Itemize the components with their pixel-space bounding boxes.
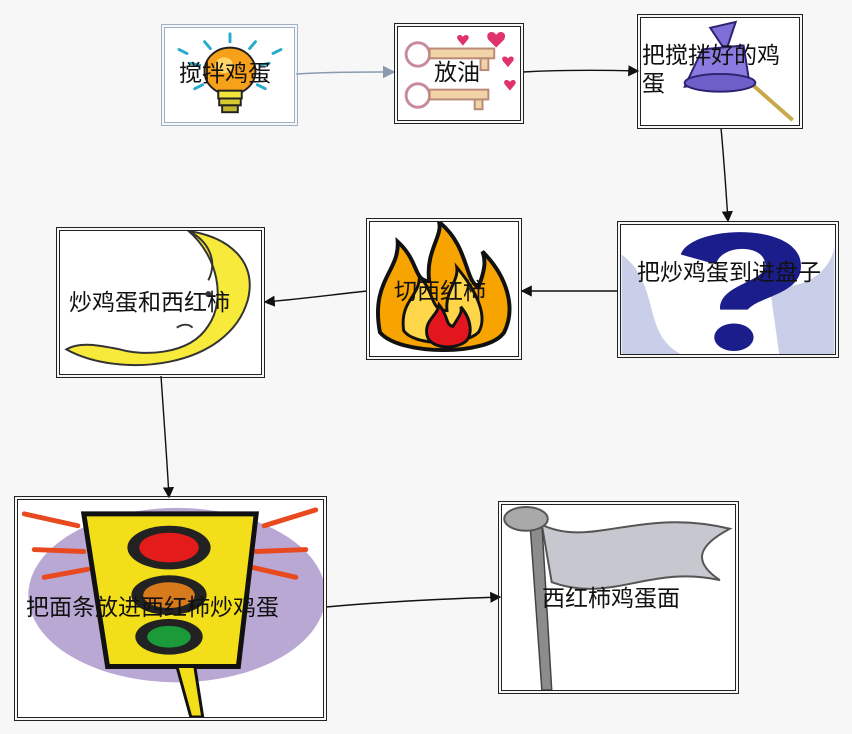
arrow-n5-n6 bbox=[263, 290, 368, 307]
node-n7-label: 把面条放进西红柿炒鸡蛋 bbox=[26, 595, 279, 621]
node-n3-label: 把搅拌好的鸡蛋 bbox=[642, 43, 780, 97]
node-n5[interactable]: 切西红柿 bbox=[366, 218, 522, 360]
node-n4[interactable]: 把炒鸡蛋到进盘子 bbox=[617, 221, 839, 358]
node-n8-label: 西红柿鸡蛋面 bbox=[542, 586, 680, 612]
node-n8[interactable]: 西红柿鸡蛋面 bbox=[498, 501, 739, 694]
node-n2[interactable]: 放油 bbox=[394, 23, 524, 124]
node-n3[interactable]: 把搅拌好的鸡蛋 bbox=[637, 14, 803, 129]
node-n6-label: 炒鸡蛋和西红柿 bbox=[69, 290, 230, 316]
arrow-n2-n3 bbox=[522, 65, 640, 77]
arrow-n6-n7 bbox=[160, 375, 175, 499]
node-n5-label: 切西红柿 bbox=[394, 279, 486, 305]
node-n6[interactable]: 炒鸡蛋和西红柿 bbox=[56, 227, 265, 378]
arrow-n3-n4 bbox=[720, 127, 733, 223]
flame-icon bbox=[376, 222, 512, 352]
question-mark-icon bbox=[621, 232, 835, 354]
node-n4-label: 把炒鸡蛋到进盘子 bbox=[637, 260, 821, 286]
lightbulb-icon bbox=[177, 32, 283, 114]
keys-hearts-icon bbox=[404, 31, 516, 111]
flag-icon bbox=[503, 505, 733, 690]
node-n7[interactable]: 把面条放进西红柿炒鸡蛋 bbox=[14, 496, 327, 721]
pushpin-icon bbox=[683, 20, 794, 122]
traffic-light-icon bbox=[21, 507, 323, 717]
arrow-n7-n8 bbox=[325, 591, 502, 608]
node-n2-label: 放油 bbox=[434, 60, 480, 86]
node-n1-label: 搅拌鸡蛋 bbox=[179, 61, 271, 87]
node-n1[interactable]: 搅拌鸡蛋 bbox=[161, 24, 298, 126]
moon-icon bbox=[64, 231, 251, 366]
arrow-n1-n2 bbox=[295, 65, 396, 79]
